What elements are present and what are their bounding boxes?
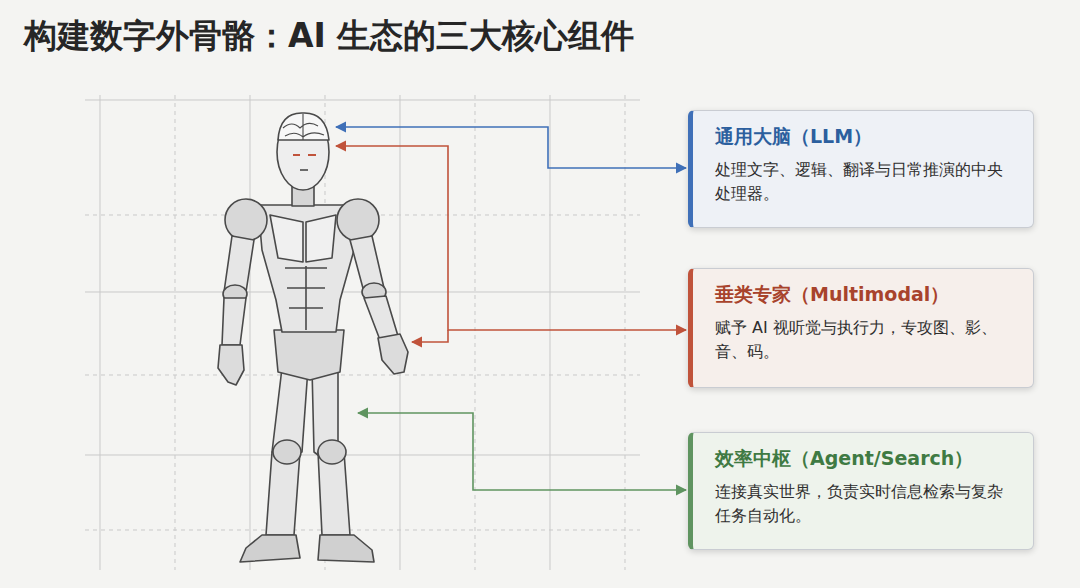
card-body: 赋予 AI 视听觉与执行力，专攻图、影、音、码。: [715, 316, 1015, 364]
component-card: 效率中枢（Agent/Search） 连接真实世界，负责实时信息检索与复杂任务自动…: [688, 432, 1034, 550]
component-card: 通用大脑（LLM） 处理文字、逻辑、翻译与日常推演的中央处理器。: [688, 110, 1034, 228]
card-body: 连接真实世界，负责实时信息检索与复杂任务自动化。: [715, 480, 1015, 528]
card-heading: 通用大脑（LLM）: [715, 124, 1015, 150]
leader-line: [336, 146, 686, 330]
leader-line: [412, 330, 448, 342]
card-body: 处理文字、逻辑、翻译与日常推演的中央处理器。: [715, 158, 1015, 206]
card-heading: 垂类专家（Multimodal）: [715, 282, 1015, 308]
component-card: 垂类专家（Multimodal） 赋予 AI 视听觉与执行力，专攻图、影、音、码。: [688, 268, 1034, 388]
leader-lines: [336, 127, 686, 490]
robot-figure: [218, 113, 408, 562]
grid: [85, 95, 640, 570]
card-heading: 效率中枢（Agent/Search）: [715, 446, 1015, 472]
leader-line: [336, 127, 686, 168]
leader-line: [358, 413, 686, 490]
diagram-title: 构建数字外骨骼：AI 生态的三大核心组件: [24, 14, 634, 59]
